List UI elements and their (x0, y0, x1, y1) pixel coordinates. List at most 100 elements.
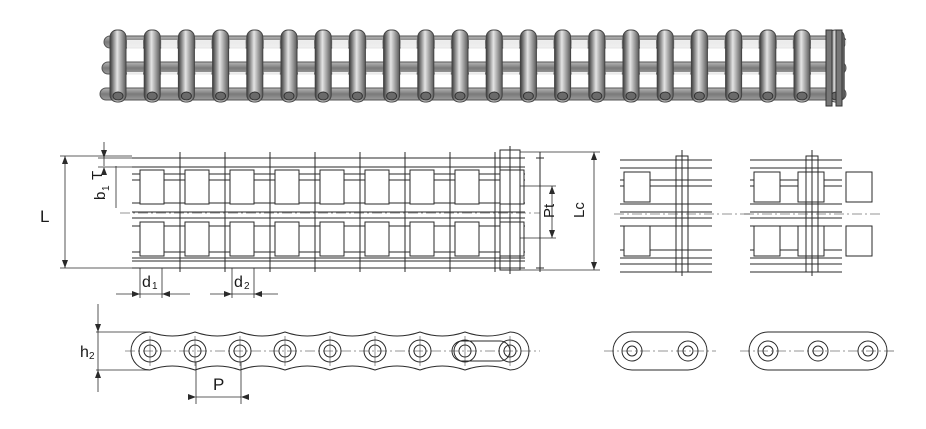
photo-gap-upper (571, 40, 588, 56)
photo-roller (246, 29, 264, 103)
photo-gap-lower (776, 72, 793, 86)
photo-gap-upper (776, 40, 793, 56)
link-roller (797, 171, 825, 203)
photo-gap-lower (127, 72, 143, 86)
dim-label-d2-sub: 2 (244, 281, 250, 292)
photo-roller (690, 29, 708, 103)
photo-gap-upper (161, 40, 178, 56)
photo-roller (143, 29, 161, 103)
photo-pin-head (796, 91, 808, 101)
dim-arrowhead (62, 156, 68, 164)
photo-pin-head (351, 91, 363, 101)
dim-label-P: P (213, 375, 224, 394)
photo-roller (793, 29, 811, 103)
photo-gap-lower (674, 72, 691, 86)
dim-arrowhead (95, 324, 101, 332)
roller-strand-2 (274, 221, 300, 257)
connecting-link-side-view (604, 331, 716, 371)
photo-end-pin (835, 29, 843, 107)
photo-pin-head (454, 91, 466, 101)
photo-gap-upper (640, 40, 656, 56)
link-side-outline (612, 331, 708, 371)
connecting-link-top-view (614, 150, 750, 276)
photo-roller (314, 29, 332, 103)
photo-gap-lower (537, 72, 554, 86)
photo-gap-upper (229, 40, 246, 56)
link-roller (753, 171, 781, 203)
photo-roller (485, 29, 503, 103)
photo-gap-lower (640, 72, 656, 86)
photo-gap-upper (503, 40, 520, 56)
dimension-labels: L T b 1 Pt Lc d 1 d 2 h 2 P (40, 171, 588, 394)
roller-strand-2 (139, 221, 165, 257)
roller-strand-1 (319, 169, 345, 205)
photo-gap-lower (742, 72, 759, 86)
photo-gap-upper (811, 40, 827, 56)
roller-strand-2 (229, 221, 255, 257)
photo-gap-lower (332, 72, 349, 86)
side-plate-top-edge (149, 331, 511, 337)
link-roller (623, 171, 651, 203)
photo-gap-lower (605, 72, 622, 86)
photo-pin-head (180, 91, 192, 101)
photo-roller (759, 29, 777, 103)
link-roller (845, 225, 873, 257)
photo-pin-head (591, 91, 603, 101)
photo-gap-upper (127, 40, 143, 56)
roller-strand-1 (139, 169, 165, 205)
roller-strand-2 (364, 221, 390, 257)
photo-pin-head (522, 91, 534, 101)
dimension-lines (60, 142, 600, 404)
dim-label-h2-main: h (80, 344, 89, 361)
dim-label-d1-main: d (142, 274, 151, 291)
photo-roller (109, 29, 127, 103)
dim-label-L: L (40, 207, 49, 226)
photo-gap-upper (605, 40, 622, 56)
photo-gap-upper (674, 40, 691, 56)
photo-pin-head (215, 91, 227, 101)
photo-gap-lower (434, 72, 451, 86)
photo-gap-lower (195, 72, 212, 86)
dim-arrowhead (254, 291, 262, 297)
dim-label-Lc: Lc (571, 202, 588, 218)
photo-roller (451, 29, 469, 103)
chain-top-view (120, 146, 544, 274)
link-side-outline (748, 331, 888, 371)
chain-photo (99, 29, 862, 107)
photo-pin-head (146, 91, 158, 101)
dim-arrowhead (188, 394, 196, 400)
roller-strand-1 (454, 169, 480, 205)
photo-gap-upper (298, 40, 314, 56)
offset-link-side-view (740, 331, 896, 371)
photo-pin-head (386, 91, 398, 101)
photo-roller (519, 29, 537, 103)
link-roller (845, 171, 873, 203)
link-roller (797, 225, 825, 257)
dim-arrowhead (224, 291, 232, 297)
dim-arrowhead (101, 150, 107, 158)
link-roller (623, 225, 651, 257)
photo-gap-upper (332, 40, 349, 56)
dim-label-d1-sub: 1 (152, 281, 158, 292)
photo-roller (656, 29, 674, 103)
photo-roller (348, 29, 366, 103)
photo-pin-head (693, 91, 705, 101)
dim-arrowhead (132, 291, 140, 297)
dim-arrowhead (95, 370, 101, 378)
dim-arrowhead (241, 394, 249, 400)
photo-gap-lower (845, 72, 862, 86)
photo-gap-lower (229, 72, 246, 86)
side-plate-bottom-edge (149, 365, 511, 371)
photo-pin-head (625, 91, 637, 101)
photo-roller (280, 29, 298, 103)
dim-label-d2-main: d (234, 274, 243, 291)
photo-gap-lower (400, 72, 417, 86)
photo-pin-head (659, 91, 671, 101)
photo-gap-lower (366, 72, 383, 86)
photo-roller (588, 29, 606, 103)
photo-roller (212, 29, 230, 103)
dim-arrowhead (591, 262, 597, 270)
photo-roller (554, 29, 572, 103)
